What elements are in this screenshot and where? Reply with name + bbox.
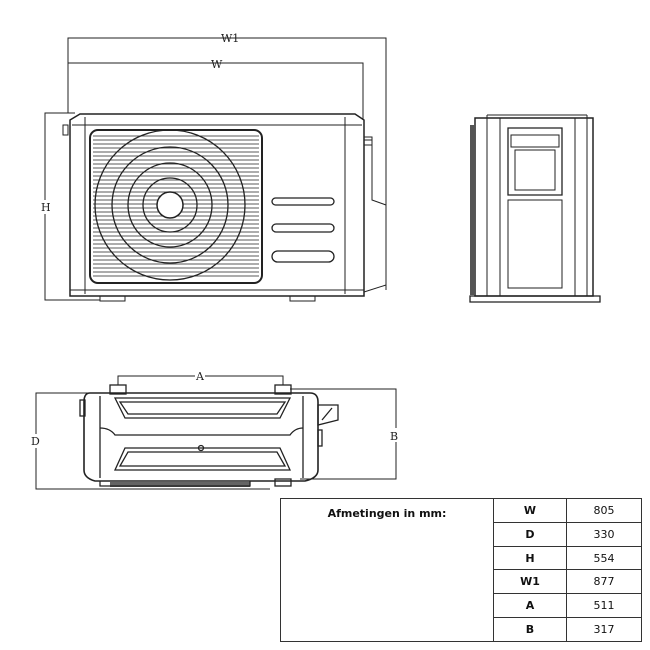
dimension-value: 317: [566, 617, 642, 642]
dimension-key: W: [493, 498, 567, 523]
dimension-key: H: [493, 545, 567, 571]
table-row: B 317: [281, 617, 642, 642]
table-row: A 511: [281, 593, 642, 619]
label-w: W: [211, 58, 223, 71]
dimension-h: [44, 112, 100, 301]
label-w1: W1: [221, 32, 239, 45]
dimension-b: [290, 388, 397, 480]
label-a: A: [195, 370, 205, 383]
dimension-w: [67, 62, 364, 120]
fan-grille: [89, 129, 263, 284]
table-title: Afmetingen in mm:: [280, 498, 494, 642]
front-view-unit: [62, 113, 387, 302]
label-b: B: [390, 430, 398, 443]
dimension-value: 330: [566, 521, 642, 547]
side-view-unit: [469, 114, 601, 303]
dimension-key: A: [493, 593, 567, 619]
dimension-value: 805: [566, 498, 642, 523]
label-h: H: [41, 201, 51, 214]
table-row: W1 877: [281, 569, 642, 595]
table-row: Afmetingen in mm: W 805: [280, 498, 642, 642]
dimension-key: W1: [493, 569, 567, 595]
dimension-value: 554: [566, 545, 642, 571]
label-d: D: [31, 435, 40, 448]
dimension-value: 511: [566, 593, 642, 619]
dimensions-table: Afmetingen in mm: W 805 D 330 H 554 W1 8…: [280, 498, 642, 642]
dimension-key: B: [493, 617, 567, 642]
dimension-value: 877: [566, 569, 642, 595]
dimension-key: D: [493, 521, 567, 547]
vent-slots: [271, 197, 335, 263]
top-view-unit: [79, 384, 339, 487]
dimension-d: [35, 392, 270, 490]
